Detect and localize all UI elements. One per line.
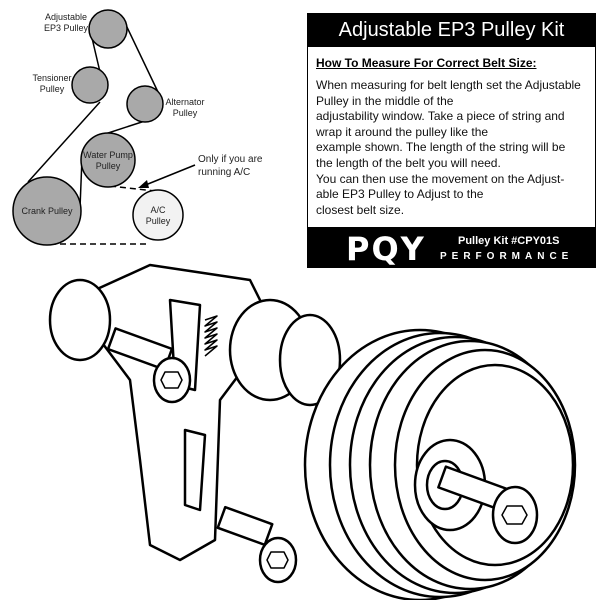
label-adjustable: Adjustable EP3 Pulley bbox=[43, 12, 89, 33]
text-line: wrap it around the pulley like the bbox=[316, 124, 489, 139]
text-line: example shown. The length of the string … bbox=[316, 140, 566, 155]
label-tensioner: Tensioner Pulley bbox=[32, 73, 72, 94]
label-crank: Crank Pulley bbox=[21, 206, 73, 216]
tensioner-pulley bbox=[71, 66, 109, 104]
text-line: adjustability window. Take a piece of st… bbox=[316, 109, 565, 124]
instructions-heading: How To Measure For Correct Belt Size: bbox=[316, 56, 537, 70]
pivot-boss bbox=[48, 278, 112, 362]
belt-routing-diagram bbox=[12, 9, 196, 246]
text-line: Pulley in the middle of the bbox=[316, 93, 454, 108]
ac-pulley bbox=[132, 189, 184, 241]
arrowhead-icon bbox=[138, 180, 149, 188]
arrow bbox=[142, 164, 196, 187]
brand-footer: PQY Pulley Kit #CPY01S PERFORMANCE bbox=[308, 227, 595, 268]
instructions-text: When measuring for belt length set the A… bbox=[316, 78, 589, 218]
text-line: When measuring for belt length set the A… bbox=[316, 78, 581, 92]
label-water-pump: Water Pump Pulley bbox=[83, 150, 133, 171]
info-box: Adjustable EP3 Pulley Kit How To Measure… bbox=[307, 13, 596, 268]
text-line: the length of the belt you will need. bbox=[316, 155, 501, 170]
text-line: closest belt size. bbox=[316, 202, 405, 217]
adjustable-pulley bbox=[88, 9, 128, 49]
ac-note: Only if you are running A/C bbox=[198, 154, 263, 178]
crank-pulley bbox=[12, 176, 82, 246]
brand-subtitle: PERFORMANCE bbox=[440, 251, 574, 262]
label-alternator: Alternator Pulley bbox=[165, 97, 205, 118]
bottom-bolt bbox=[216, 505, 274, 547]
brand-logo: PQY bbox=[346, 230, 426, 268]
text-line: You can then use the movement on the Adj… bbox=[316, 171, 565, 186]
text-line: able EP3 Pulley to Adjust to the bbox=[316, 187, 484, 202]
alternator-pulley bbox=[126, 85, 164, 123]
label-ac: A/C Pulley bbox=[145, 205, 171, 226]
kit-title: Adjustable EP3 Pulley Kit bbox=[308, 14, 595, 47]
kit-number: Pulley Kit #CPY01S bbox=[458, 235, 560, 247]
water-pump-pulley bbox=[80, 132, 136, 188]
pulley-assembly-illustration bbox=[48, 263, 577, 600]
